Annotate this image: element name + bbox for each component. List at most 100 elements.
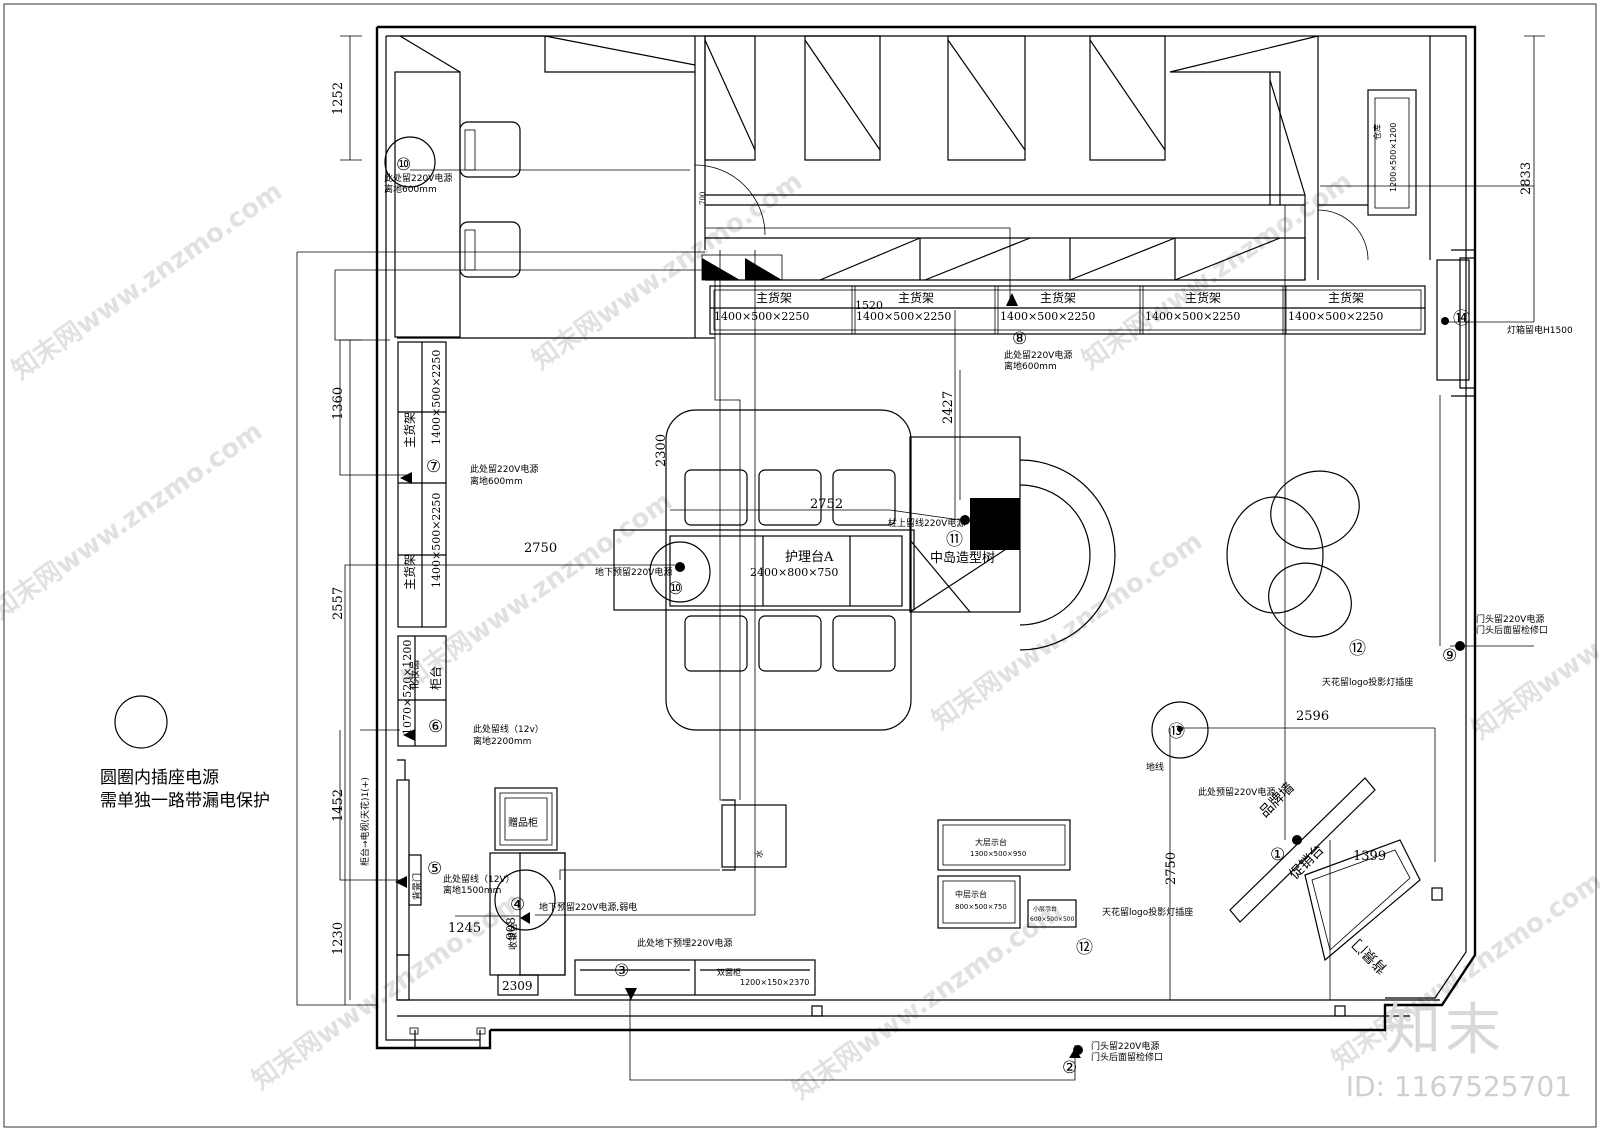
care-table-size: 2400×800×750: [750, 566, 838, 579]
legend-line-1: 圆圈内插座电源: [100, 768, 219, 788]
dim-label: 2309: [502, 979, 533, 993]
pointer-arrows: [395, 293, 1081, 1058]
outlet-number: ⑪: [946, 530, 963, 550]
storage-label: 仓库: [1372, 124, 1382, 140]
dim-label: 2300: [654, 434, 669, 467]
outlet-number: ⑬: [1168, 722, 1185, 742]
outlet-note: 此处预留220V电源: [1198, 786, 1275, 798]
shelf-size: 1400×500×2250: [1145, 310, 1240, 323]
dim-label: 1252: [331, 82, 346, 115]
door-handles: [409, 887, 1443, 1049]
watermark-id: ID: 1167525701: [1345, 1070, 1572, 1103]
outlet-circles: [114, 136, 1209, 931]
watermark-text: 知末网www.znzmo.com: [247, 886, 528, 1095]
shelf-size: 1400×500×2250: [430, 350, 443, 445]
dim-label: 2596: [1296, 709, 1329, 724]
dim-label: 1245: [448, 921, 481, 936]
display-tables: [937, 819, 1077, 929]
dim-label: 2557: [331, 587, 346, 620]
outlet-number: ⑤: [427, 859, 442, 879]
dim-label: 1360: [331, 387, 346, 420]
display-large-size: 1300×500×950: [970, 850, 1026, 858]
outlet-number: ⑧: [1012, 329, 1027, 349]
outlet-number: ②: [1062, 1058, 1077, 1078]
watermark-text: 知末网www.znzmo.com: [787, 896, 1068, 1105]
legend-line-2: 需单独一路带漏电保护: [100, 791, 270, 811]
top-shelf-row: [709, 285, 1426, 335]
gift-cabinet-label: 赠品柜: [508, 816, 538, 829]
outlet-number: ⑨: [1442, 646, 1457, 666]
outlet-note: 此处留220V电源: [384, 172, 452, 184]
side-shelf-size: 1070×520×1200: [401, 640, 414, 735]
cabinet-a-label: 化妆品: [408, 660, 421, 690]
outlet-note: 门头留220V电源: [1476, 613, 1544, 625]
dim-label: 1399: [1353, 849, 1386, 864]
outlet-note: 门头留220V电源: [1091, 1040, 1159, 1052]
outlet-note: 天花留logo投影灯插座: [1102, 906, 1193, 918]
dim-label: 2750: [524, 541, 557, 556]
outlet-note: 离地1500mm: [443, 884, 501, 896]
reception-area: [489, 787, 787, 996]
door-side-label: 背景门: [411, 873, 423, 900]
outlet-note: 地下预留220V电源,弱电: [539, 901, 637, 913]
shelf-size: 1400×500×2250: [714, 310, 809, 323]
shelf-size: 1400×500×2250: [430, 493, 443, 588]
outlet-number: ④: [510, 895, 525, 915]
dim-label: 2752: [810, 497, 843, 512]
display-small-label: 小层示台: [1033, 905, 1057, 913]
reception-label: 收银台: [507, 923, 519, 950]
outlet-note: 此处留220V电源: [1004, 349, 1072, 361]
left-shelf-column: [397, 341, 447, 747]
dim-label: 2427: [941, 391, 956, 424]
outlet-note: 门头后面留检修口: [1476, 624, 1548, 636]
display-mid-label: 中层示台: [955, 889, 987, 899]
watermark-layer: 知末网www.znzmo.com 知末网www.znzmo.com 知末网www…: [0, 166, 1600, 1105]
outlet-number: ⑭: [1453, 309, 1470, 329]
shelf-size: 1400×500×2250: [1000, 310, 1095, 323]
outlet-note: 离地600mm: [470, 475, 523, 487]
dim-label: 1230: [331, 922, 346, 955]
outlet-note: 灯箱留电H1500: [1507, 324, 1573, 336]
door-label: 背景门: [1350, 935, 1391, 976]
dim-label: 700: [699, 192, 707, 205]
outlet-number: ⑩: [668, 579, 683, 599]
outlet-note: 离地600mm: [1004, 360, 1057, 372]
outlet-number: ①: [1270, 845, 1285, 865]
dim-label: 1520: [855, 299, 883, 312]
outlet-note: 地线: [1146, 761, 1164, 773]
shelf-label: 主货架: [1328, 290, 1364, 305]
outlet-note: 天花留logo投影灯插座: [1322, 676, 1413, 688]
island-label: 中岛造型树: [930, 550, 995, 566]
outlet-number: ⑥: [428, 717, 443, 737]
display-small-size: 600×500×500: [1030, 916, 1075, 923]
care-area: [613, 409, 1116, 731]
outlet-note: 离地600mm: [384, 183, 437, 195]
outlet-number: ③: [614, 961, 629, 981]
shelf-label: 主货架: [898, 290, 934, 305]
care-table-label: 护理台A: [785, 550, 834, 565]
watermark-text: 知末网www.znzmo.com: [1077, 166, 1358, 375]
drawing-border: [3, 3, 1597, 1128]
dim-label: 2833: [1519, 162, 1534, 195]
outlet-annotations: ⑩ 此处留220V电源 离地600mm ⑧ 此处留220V电源 离地600mm …: [384, 155, 1573, 1078]
dim-label: 908: [504, 917, 518, 940]
outlet-note: 柱上留线220V电源: [888, 517, 965, 529]
watermark-text: 知末网www.znzmo.com: [1467, 536, 1600, 745]
outlet-number: ⑦: [426, 457, 441, 477]
left-wall-panels: [396, 759, 422, 1001]
outlet-dots: [675, 317, 1465, 1055]
right-shelf-size: 1200×500×1200: [1389, 123, 1398, 192]
watermark-text: 知末网www.znzmo.com: [7, 176, 288, 385]
double-shelf: [574, 959, 816, 996]
outlet-note: 门头后面留检修口: [1091, 1051, 1163, 1063]
building-walls: [375, 25, 1477, 1050]
shelf-label: 主货架: [1185, 290, 1221, 305]
promo-table: [1229, 777, 1421, 962]
shelf-label: 主货架: [1040, 290, 1076, 305]
lounge-chairs: [459, 121, 521, 278]
wiring-lines: [296, 35, 1545, 1081]
double-shelf-label: 双面柜: [717, 967, 741, 977]
legend-circle: [114, 695, 168, 749]
outlet-number: ⑫: [1349, 639, 1366, 659]
display-large-label: 大层示台: [975, 837, 1007, 847]
